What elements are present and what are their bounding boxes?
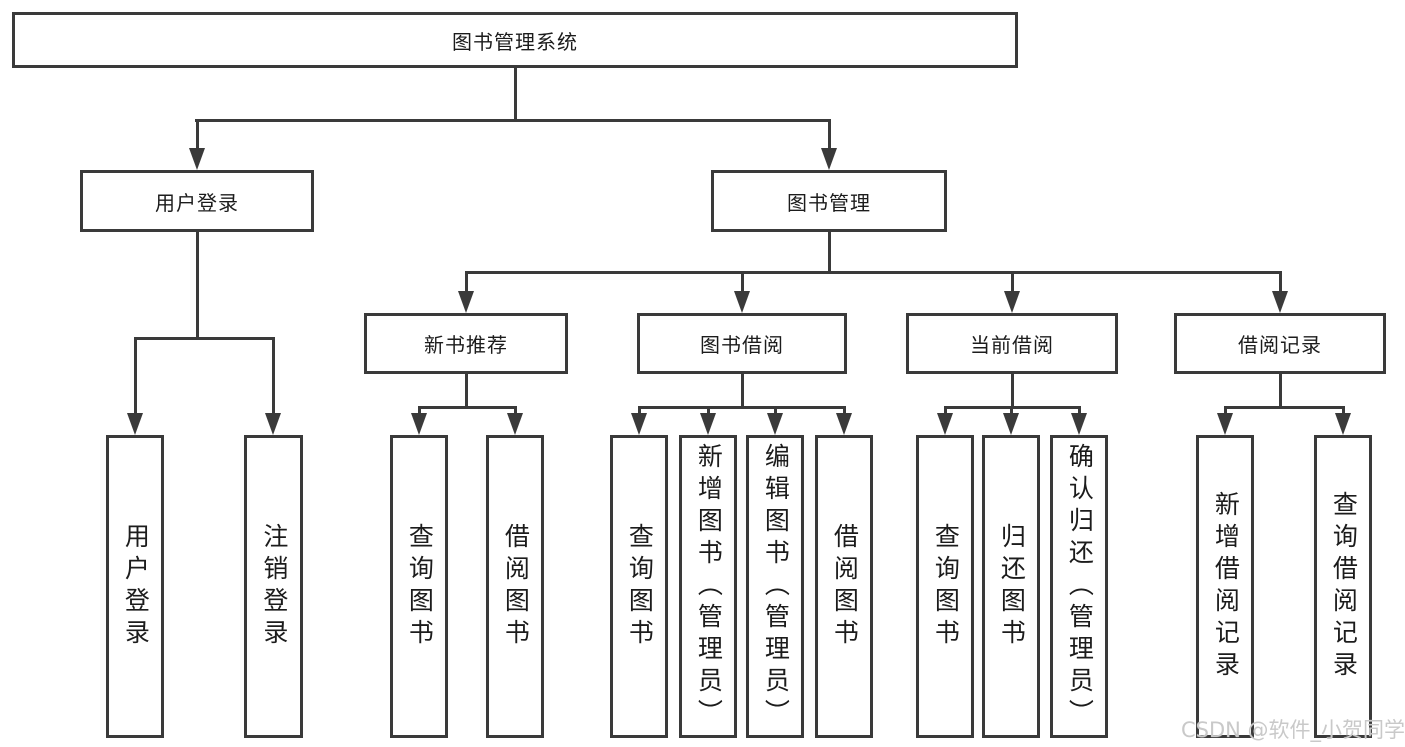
connector-arrow-stem [1011, 271, 1014, 293]
connector-arrow-stem [1279, 271, 1282, 293]
arrow-down-icon [265, 413, 281, 435]
arrow-down-icon [1071, 413, 1087, 435]
connector-borrow-records-bar [1224, 406, 1344, 409]
leaf-query-books-current: 查询图书 [916, 435, 974, 738]
arrow-down-icon [127, 413, 143, 435]
arrow-down-icon [836, 413, 852, 435]
node-book-management: 图书管理 [711, 170, 947, 232]
connector-arrow-stem [465, 271, 468, 293]
leaf-label: 归还图书 [997, 522, 1027, 651]
connector-arrow-stem [944, 406, 947, 416]
node-new-book-recommend: 新书推荐 [364, 313, 568, 374]
arrow-down-icon [700, 413, 716, 435]
leaf-label: 确认归还（管理员） [1065, 442, 1095, 731]
connector-arrow-stem [418, 406, 421, 416]
leaf-label: 查询图书 [931, 522, 961, 651]
connector-arrow-stem [707, 406, 710, 416]
node-label: 用户登录 [155, 190, 239, 215]
leaf-label: 查询借阅记录 [1329, 490, 1359, 683]
node-label: 图书管理系统 [452, 29, 578, 54]
connector-user-login-stem [196, 232, 199, 339]
leaf-user-login: 用户登录 [106, 435, 164, 738]
arrow-down-icon [1217, 413, 1233, 435]
leaf-label: 借阅图书 [501, 522, 531, 651]
connector-arrow-stem [196, 119, 199, 150]
connector-book-borrow-stem [741, 373, 744, 409]
arrow-down-icon [1003, 413, 1019, 435]
connector-book-borrow-bar [638, 406, 845, 409]
leaf-query-books-borrow: 查询图书 [610, 435, 668, 738]
connector-book-mgmt-stem [828, 232, 831, 274]
leaf-return-book: 归还图书 [982, 435, 1040, 738]
leaf-label: 新增借阅记录 [1211, 490, 1241, 683]
connector-arrow-stem [1078, 406, 1081, 416]
leaf-borrow-books: 借阅图书 [815, 435, 873, 738]
node-library-management-system: 图书管理系统 [12, 12, 1018, 68]
leaf-label: 用户登录 [121, 522, 151, 651]
arrow-down-icon [189, 148, 205, 170]
node-label: 新书推荐 [424, 333, 508, 357]
arrow-down-icon [821, 148, 837, 170]
connector-arrow-stem [1010, 406, 1013, 416]
leaf-label: 查询图书 [625, 522, 655, 651]
leaf-label: 借阅图书 [830, 522, 860, 651]
arrow-down-icon [631, 413, 647, 435]
arrow-down-icon [767, 413, 783, 435]
connector-arrow-stem [741, 271, 744, 293]
leaf-confirm-return-admin: 确认归还（管理员） [1050, 435, 1108, 738]
leaf-borrow-books-recommend: 借阅图书 [486, 435, 544, 738]
leaf-query-books-recommend: 查询图书 [390, 435, 448, 738]
connector-arrow-stem [514, 406, 517, 416]
connector-current-borrow-stem [1011, 373, 1014, 409]
node-current-borrow: 当前借阅 [906, 313, 1118, 374]
node-label: 当前借阅 [970, 333, 1054, 357]
connector-arrow-stem [1342, 406, 1345, 416]
node-label: 图书借阅 [700, 333, 784, 357]
connector-root-stem [514, 67, 517, 121]
leaf-label: 注销登录 [259, 522, 289, 651]
arrow-down-icon [937, 413, 953, 435]
node-borrow-records: 借阅记录 [1174, 313, 1386, 374]
node-label: 图书管理 [787, 190, 871, 215]
connector-arrow-stem [638, 406, 641, 416]
leaf-add-book-admin: 新增图书（管理员） [679, 435, 737, 738]
connector-arrow-stem [134, 337, 137, 415]
arrow-down-icon [1004, 291, 1020, 313]
node-label: 借阅记录 [1238, 333, 1322, 357]
leaf-query-borrow-record: 查询借阅记录 [1314, 435, 1372, 738]
connector-root-bar [195, 119, 831, 122]
arrow-down-icon [458, 291, 474, 313]
arrow-down-icon [507, 413, 523, 435]
leaf-add-borrow-record: 新增借阅记录 [1196, 435, 1254, 738]
leaf-edit-book-admin: 编辑图书（管理员） [746, 435, 804, 738]
connector-new-book-bar [418, 406, 517, 409]
arrow-down-icon [1272, 291, 1288, 313]
leaf-label: 编辑图书（管理员） [761, 442, 791, 731]
connector-arrow-stem [843, 406, 846, 416]
watermark: CSDN @软件_小贺同学 [1181, 718, 1405, 742]
node-book-borrow: 图书借阅 [637, 313, 847, 374]
leaf-logout: 注销登录 [244, 435, 303, 738]
leaf-label: 查询图书 [405, 522, 435, 651]
connector-arrow-stem [272, 337, 275, 415]
connector-new-book-stem [465, 373, 468, 409]
arrow-down-icon [411, 413, 427, 435]
leaf-label: 新增图书（管理员） [694, 442, 724, 731]
connector-book-mgmt-bar [465, 271, 1281, 274]
node-user-login: 用户登录 [80, 170, 314, 232]
connector-user-login-bar [134, 337, 275, 340]
connector-borrow-records-stem [1279, 373, 1282, 409]
connector-arrow-stem [1224, 406, 1227, 416]
arrow-down-icon [1335, 413, 1351, 435]
connector-arrow-stem [828, 119, 831, 150]
connector-arrow-stem [774, 406, 777, 416]
arrow-down-icon [734, 291, 750, 313]
